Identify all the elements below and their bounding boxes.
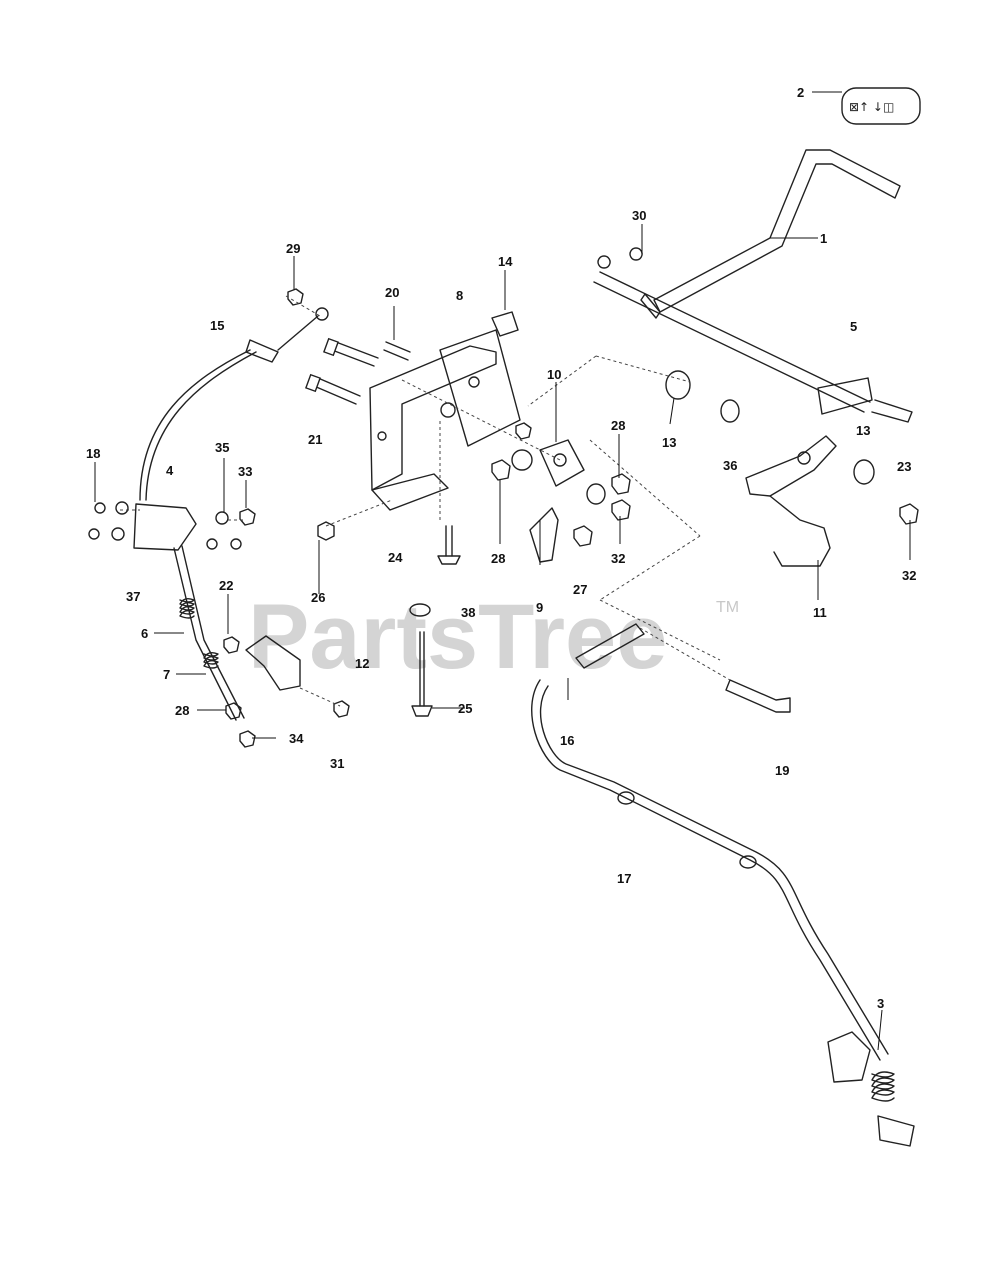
callout-4: 4 — [166, 463, 174, 478]
spring — [179, 597, 219, 669]
watermark: PartsTree — [248, 586, 667, 688]
callout-7: 7 — [163, 667, 170, 682]
callout-28-lower: 28 — [175, 703, 189, 718]
callout-23: 23 — [897, 459, 911, 474]
callout-8: 8 — [456, 288, 463, 303]
callout-2: 2 — [797, 85, 804, 100]
callout-28-upper: 28 — [611, 418, 625, 433]
callout-17: 17 — [617, 871, 631, 886]
callout-13-left: 13 — [662, 435, 676, 450]
shaft-hardware — [597, 247, 919, 525]
small-bracket — [245, 635, 301, 691]
callout-30: 30 — [632, 208, 646, 223]
callout-1: 1 — [820, 231, 827, 246]
callout-34: 34 — [289, 731, 304, 746]
callout-36: 36 — [723, 458, 737, 473]
callout-19: 19 — [775, 763, 789, 778]
callout-35: 35 — [215, 440, 229, 455]
assembly-lines — [120, 295, 731, 707]
callout-33: 33 — [238, 464, 252, 479]
callout-37: 37 — [126, 589, 140, 604]
callout-27: 27 — [573, 582, 587, 597]
decal-plate: ⊠↑ ↓◫ — [841, 87, 921, 125]
callouts: 1 2 3 4 5 6 7 8 9 10 11 12 13 13 14 15 1… — [86, 85, 916, 1011]
long-bolt — [725, 679, 791, 713]
pin — [409, 603, 433, 717]
callout-11: 11 — [813, 605, 827, 620]
callout-29: 29 — [286, 241, 300, 256]
link-plate — [529, 439, 585, 563]
callout-10: 10 — [547, 367, 561, 382]
lower-cable — [531, 623, 889, 1061]
callout-18: 18 — [86, 446, 100, 461]
watermark-tm: TM — [716, 599, 739, 616]
plate-symbols: ⊠↑ ↓◫ — [849, 100, 894, 114]
leader-lines — [94, 91, 911, 1051]
callout-13-right: 13 — [856, 423, 870, 438]
lift-shaft — [593, 271, 913, 423]
left-fasteners — [88, 501, 350, 748]
nuts-center — [287, 288, 631, 547]
callout-25: 25 — [458, 701, 472, 716]
bolts — [305, 337, 461, 565]
mounting-bracket — [369, 329, 521, 511]
callout-12: 12 — [355, 656, 369, 671]
callout-3: 3 — [877, 996, 884, 1011]
callout-31: 31 — [330, 756, 344, 771]
callout-38: 38 — [461, 605, 475, 620]
callout-16: 16 — [560, 733, 574, 748]
callout-5: 5 — [850, 319, 857, 334]
callout-28-center: 28 — [491, 551, 505, 566]
callout-24: 24 — [388, 550, 403, 565]
callout-20: 20 — [385, 285, 399, 300]
cable-bracket — [133, 503, 245, 721]
callout-6: 6 — [141, 626, 148, 641]
upper-cable — [139, 307, 329, 501]
callout-14: 14 — [498, 254, 513, 269]
clip — [491, 311, 519, 337]
callout-9: 9 — [536, 600, 543, 615]
lift-lever — [640, 149, 901, 319]
lift-arm — [745, 435, 837, 567]
callout-32-right: 32 — [902, 568, 916, 583]
callout-26: 26 — [311, 590, 325, 605]
callout-21: 21 — [308, 432, 322, 447]
callout-15: 15 — [210, 318, 224, 333]
callout-22: 22 — [219, 578, 233, 593]
lower-cable-end — [827, 1031, 915, 1147]
callout-32-center: 32 — [611, 551, 625, 566]
